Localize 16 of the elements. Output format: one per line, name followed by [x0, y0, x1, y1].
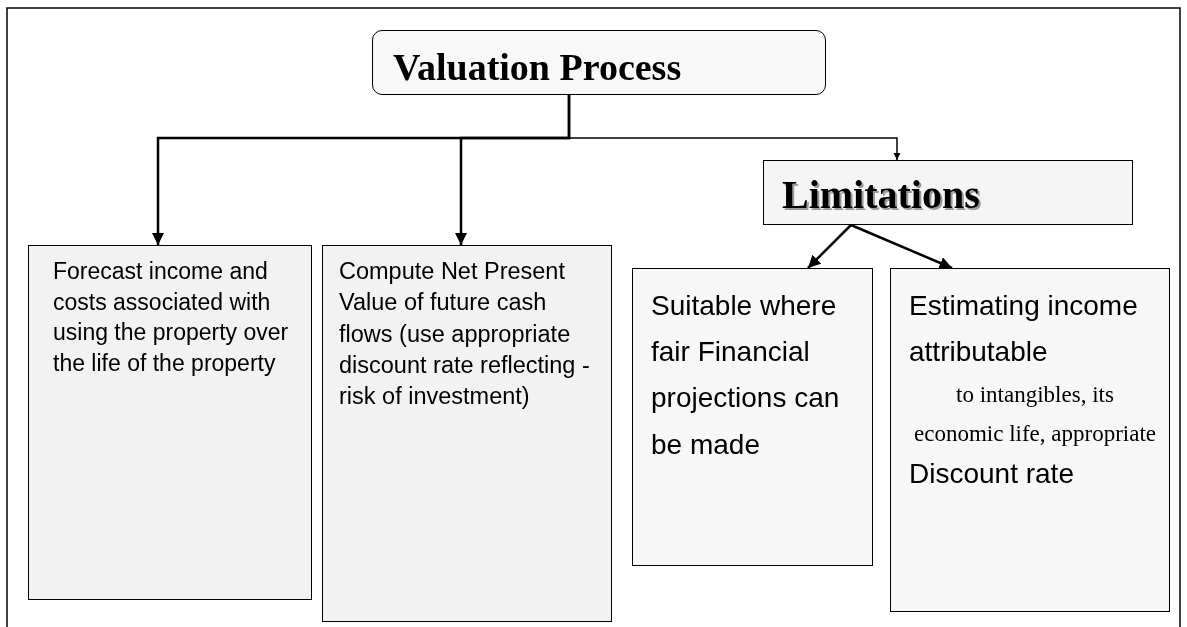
body-text: Compute Net Present Value of future cash flows (use appropriate discount rate reflecting -risk of investment) [339, 257, 591, 411]
body-text: to intangibles, its economic life, appropriate [913, 381, 1157, 449]
body-text: Suitable where fair Financial projections can be made [651, 289, 841, 462]
heading-box [763, 160, 1133, 225]
arrow [807, 224, 852, 269]
arrow [850, 223, 953, 270]
body-text: Discount rate [909, 456, 1075, 491]
limitation-box [890, 268, 1170, 612]
limitation-box [632, 268, 873, 566]
title-box [372, 30, 826, 95]
heading-text: Limitations [782, 171, 981, 219]
body-text: Forecast income and costs associated with using the property over the life of the property [53, 257, 290, 378]
process-box [322, 245, 612, 622]
body-text: Estimating income attributable [909, 289, 1139, 370]
process-box [28, 245, 312, 600]
heading-text: Valuation Process [393, 45, 683, 90]
